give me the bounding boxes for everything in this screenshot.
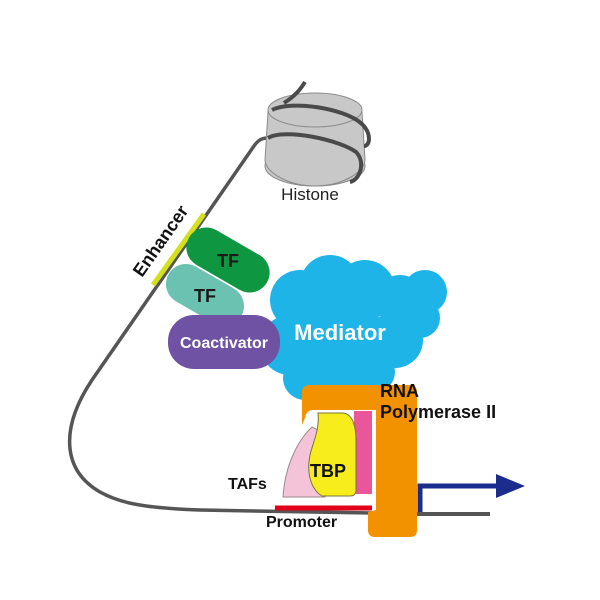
rna-polymerase-ii: RNA Polymerase II: [302, 381, 496, 537]
histone-top: [267, 92, 363, 128]
dna-strand: [68, 136, 374, 515]
rna-polymerase-label-line2: Polymerase II: [380, 402, 496, 422]
enhancer-segment: [150, 212, 207, 287]
tafs-label: TAFs: [228, 476, 267, 493]
tf-bottom: TF: [165, 264, 245, 326]
coactivator-label: Coactivator: [180, 335, 268, 352]
histone-dna-wrap-1: [271, 103, 371, 148]
transcription-start-arrow-shaft: [417, 483, 500, 512]
tf-top-label: TF: [217, 251, 239, 271]
histone-label: Histone: [281, 185, 339, 204]
histone-body: [264, 111, 366, 187]
rna-polymerase-label-line1: RNA: [380, 381, 419, 401]
tbp-label: TBP: [310, 461, 346, 481]
tf-bottom-label: TF: [194, 286, 216, 306]
histone-dna-wrap-2: [266, 132, 364, 184]
rna-polymerase-shape: [302, 385, 417, 537]
transcription-start-arrow: [417, 474, 525, 512]
histone-dna-exit: [282, 80, 307, 105]
mediator-label: Mediator: [294, 320, 386, 345]
tbp-associated-factor: [354, 411, 372, 494]
tf-top: TF: [186, 227, 270, 293]
promoter-label: Promoter: [266, 514, 337, 531]
histone: Histone: [264, 80, 371, 204]
tbp: TBP: [308, 412, 357, 497]
arrow-head-icon: [496, 474, 525, 498]
coactivator: Coactivator: [168, 315, 280, 369]
mediator: Mediator: [260, 255, 447, 402]
